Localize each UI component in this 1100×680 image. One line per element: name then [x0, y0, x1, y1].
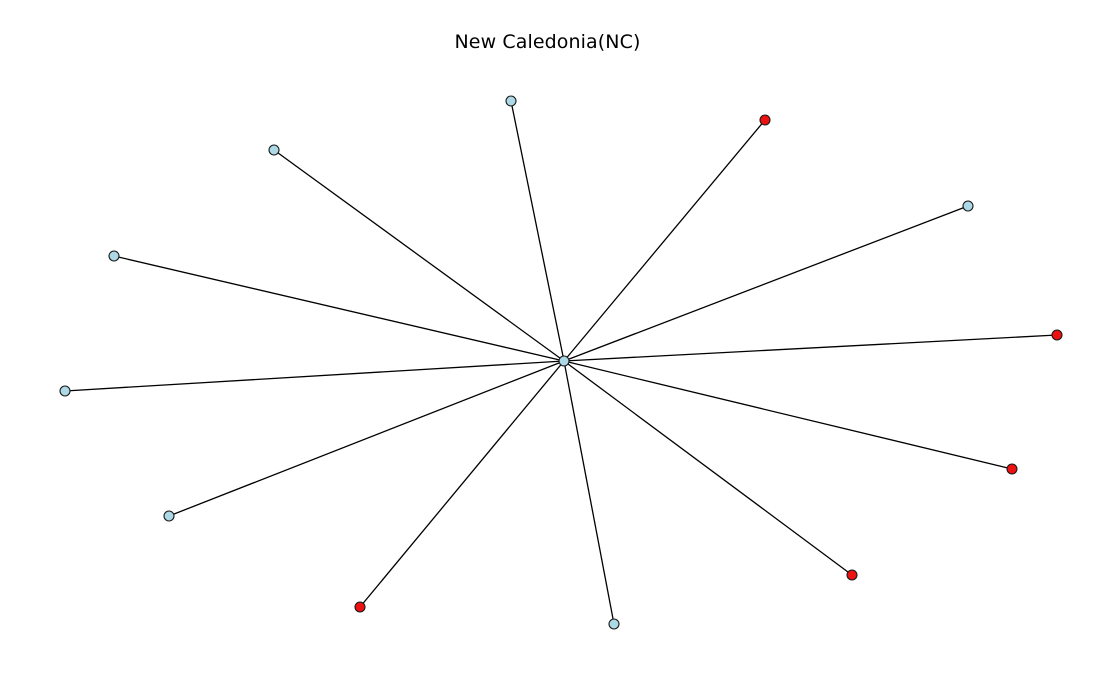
node-layer [59, 95, 1063, 630]
edge-center-n2 [563, 119, 766, 362]
diagram-title: New Caledonia(NC) [454, 31, 641, 53]
leaf-node-n3 [962, 200, 974, 212]
edge-center-n9 [168, 360, 565, 517]
edge-center-n12 [273, 149, 565, 362]
leaf-node-n6 [608, 618, 620, 630]
leaf-node-n1 [505, 95, 517, 107]
center-node [558, 355, 570, 367]
edge-center-n7 [563, 360, 853, 576]
leaf-node-n2 [759, 114, 771, 126]
leaf-node-n12 [268, 144, 280, 156]
leaf-node-n4 [1051, 329, 1063, 341]
leaf-node-n10 [59, 385, 71, 397]
leaf-node-n9 [163, 510, 175, 522]
edge-center-n6 [563, 360, 615, 625]
leaf-node-n7 [846, 569, 858, 581]
edge-center-n10 [64, 360, 565, 392]
edge-center-n11 [113, 255, 565, 362]
leaf-node-n5 [1006, 463, 1018, 475]
edge-center-n5 [563, 360, 1013, 470]
edge-center-n8 [359, 360, 565, 608]
leaf-node-n11 [108, 250, 120, 262]
edge-center-n1 [510, 100, 565, 362]
edge-layer [64, 100, 1058, 625]
leaf-node-n8 [354, 601, 366, 613]
edge-center-n4 [563, 334, 1058, 362]
edge-center-n3 [563, 205, 969, 362]
